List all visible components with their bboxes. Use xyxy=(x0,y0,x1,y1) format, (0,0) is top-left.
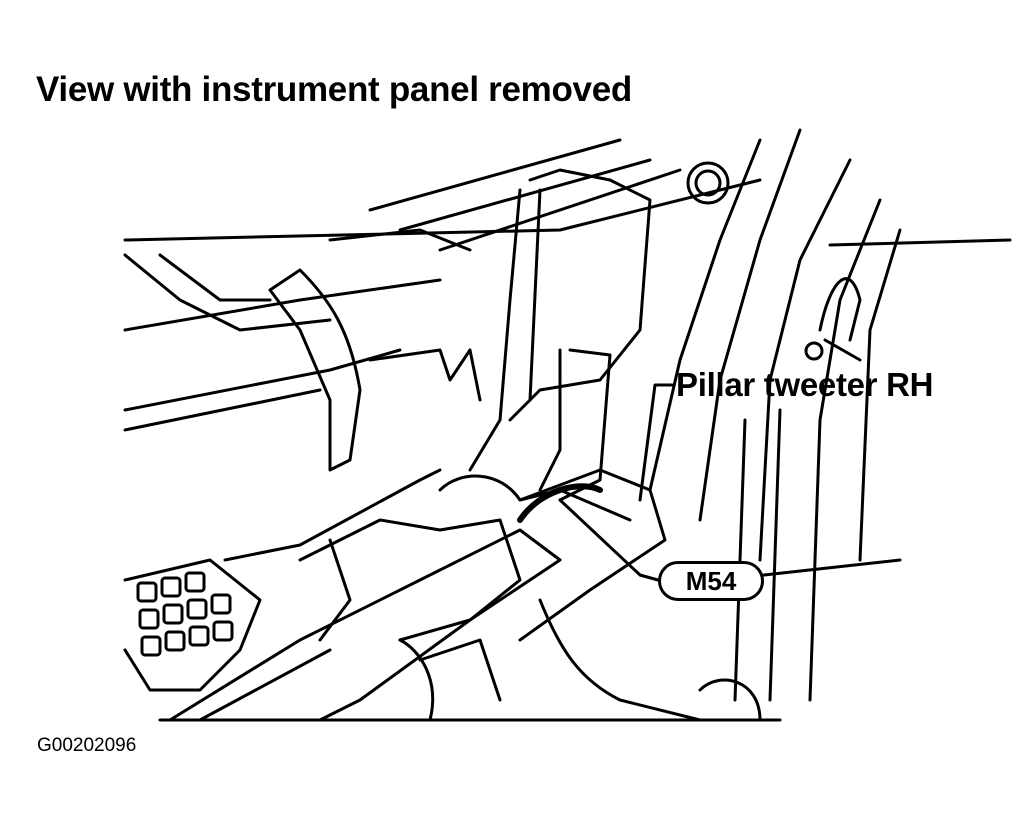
connector-badge: M54 xyxy=(658,561,764,601)
pillar-tweeter-label: Pillar tweeter RH xyxy=(676,366,934,403)
figure-id: G00202096 xyxy=(37,735,137,756)
page-title: View with instrument panel removed xyxy=(36,70,632,109)
